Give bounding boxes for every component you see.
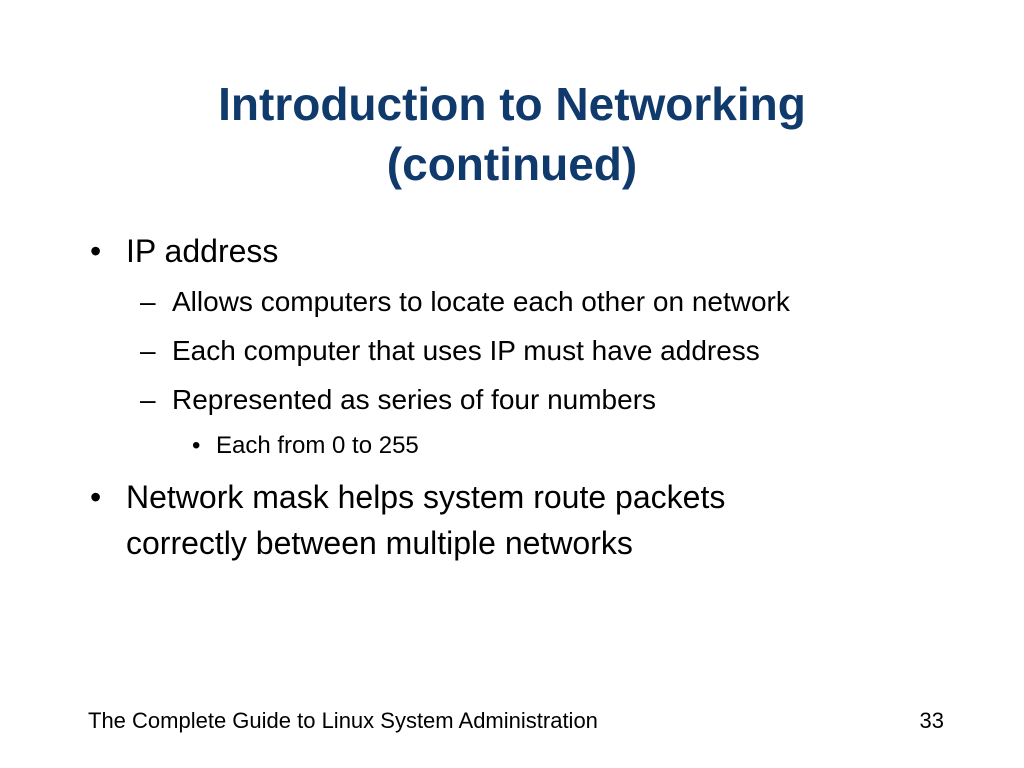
sub-sub-bullet-item-range: Each from 0 to 255 <box>216 432 419 459</box>
sub-bullet-marker: – <box>140 384 156 415</box>
sub-bullet-item-four-numbers: Represented as series of four numbers <box>172 384 657 415</box>
page-number: 33 <box>919 708 944 733</box>
sub-bullet-item-must-have-address: Each computer that uses IP must have add… <box>172 335 760 366</box>
bullet-item-ip-address: IP address <box>126 233 279 269</box>
sub-sub-bullet-marker: • <box>192 432 201 459</box>
footer-title: The Complete Guide to Linux System Admin… <box>88 708 598 733</box>
bullet-item-network-mask: Network mask helps system route packets <box>126 479 726 515</box>
slide-title: Introduction to Networking (continued) <box>60 74 964 194</box>
slide-title-line-2: (continued) <box>386 138 638 190</box>
slide-title-line-1: Introduction to Networking <box>218 78 806 130</box>
bullet-item-network-mask-continued: correctly between multiple networks <box>126 525 633 561</box>
sub-bullet-marker: – <box>140 335 156 366</box>
sub-bullet-item-locate: Allows computers to locate each other on… <box>172 286 790 317</box>
bullet-marker: • <box>90 233 102 269</box>
bullet-marker: • <box>90 479 102 515</box>
sub-bullet-marker: – <box>140 286 156 317</box>
